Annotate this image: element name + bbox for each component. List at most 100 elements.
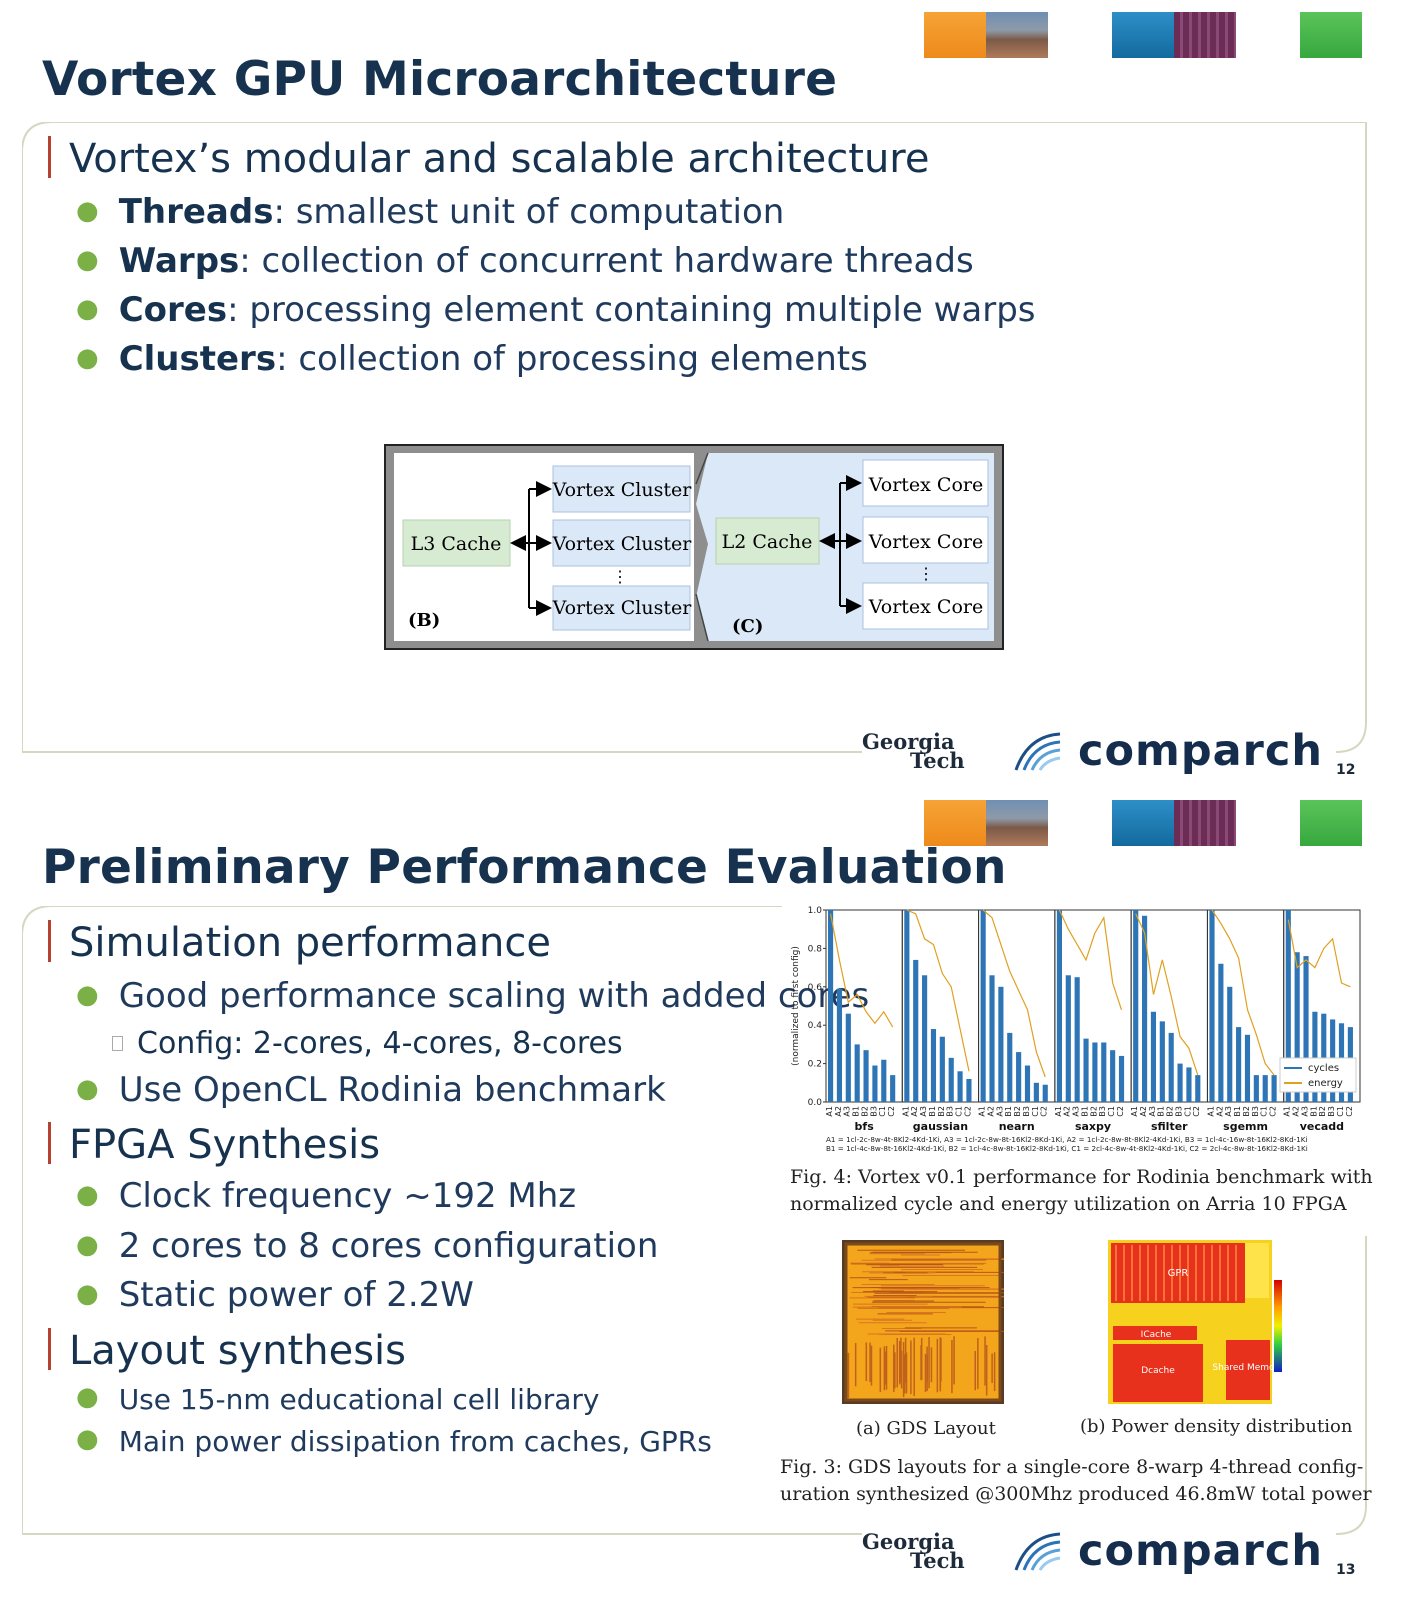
accent-bar [48,1122,51,1164]
cycles-bar [1168,1032,1174,1102]
cycles-bar [854,1044,860,1102]
cycles-bar [922,975,928,1102]
bullet-term: Warps [118,241,240,281]
x-tick-label: B1 [1080,1106,1089,1117]
x-tick-label: A1 [1130,1106,1139,1117]
l2-cache-label: L2 Cache [722,531,813,553]
circuit-photo-thumbnail [1174,800,1236,846]
panel-b-label: (B) [408,610,440,631]
bullet-text: Clock frequency ~192 Mhz [118,1176,577,1216]
core-box-1 [862,459,989,507]
energy-line [906,909,970,1072]
y-tick-label: 0.8 [808,944,823,954]
x-tick-label: A3 [995,1106,1004,1117]
cycles-bar [881,1059,887,1102]
x-tick-label: B2 [1242,1106,1251,1117]
x-tick-label: B3 [1251,1106,1260,1117]
x-tick-label: A2 [910,1106,919,1117]
cycles-bar [1101,1042,1107,1102]
cluster-box-1 [552,465,691,513]
icache-region [1113,1326,1197,1340]
x-tick-label: B2 [1013,1106,1022,1117]
gpr-label: GPR [1168,1268,1189,1279]
cycles-bar [1271,1075,1277,1102]
x-tick-label: A2 [1292,1106,1301,1117]
x-tick-label: C1 [1031,1106,1040,1117]
x-tick-label: A2 [834,1106,843,1117]
bullet-scaling: ●Good performance scaling with added cor… [76,976,870,1016]
bullet-text: Main power dissipation from caches, GPRs [118,1425,712,1458]
config-footnote-line1: A1 = 1cl-2c-8w-4t-8Kl2-4Kd-1Ki, A3 = 1cl… [826,1135,1308,1144]
energy-line [830,913,894,1028]
x-tick-label: B1 [928,1106,937,1117]
accent-bar [48,136,51,178]
section-heading-layout: Layout synthesis [48,1328,406,1374]
bullet-warps: ●Warps: collection of concurrent hardwar… [76,241,974,281]
cycles-bar [1218,963,1224,1102]
energy-line [1287,919,1351,988]
x-tick-label: A2 [986,1106,995,1117]
x-tick-label: B3 [1098,1106,1107,1117]
cycles-bar [890,1075,896,1102]
x-tick-label: A1 [978,1106,987,1117]
cycles-bar [1042,1084,1048,1102]
fig3-caption-line2: uration synthesized @300Mhz produced 46.… [780,1483,1372,1505]
y-tick-label: 0.6 [808,983,823,993]
bullet-cores: ●Cores: processing element containing mu… [76,290,1036,330]
cycles-bar [904,910,910,1102]
x-tick-label: C2 [1269,1106,1278,1117]
gpr-region [1111,1243,1245,1303]
bullet-text: Use 15-nm educational cell library [118,1383,600,1416]
cycles-bar [1195,1075,1201,1102]
green-swatch [1300,12,1362,58]
subbullet-config: Config: 2-cores, 4-cores, 8-cores [112,1026,623,1061]
campus-photo-thumbnail [986,12,1048,58]
group-label: nearn [999,1120,1035,1133]
cycles-bar [1209,910,1215,1102]
cluster-label-2: Vortex Cluster [552,533,693,555]
x-tick-label: C1 [1183,1106,1192,1117]
bullet-text: : processing element containing multiple… [227,290,1036,330]
bullet-text: : smallest unit of computation [273,192,785,232]
x-tick-label: A3 [919,1106,928,1117]
cycles-bar [939,1036,945,1102]
cycles-bar [1065,975,1071,1102]
x-tick-label: B2 [1318,1106,1327,1117]
bullet-text: 2 cores to 8 cores configuration [118,1226,659,1266]
bullet-term: Threads [118,192,274,232]
x-tick-label: A1 [825,1106,834,1117]
cycles-bar [828,910,834,1102]
bullet-cell-library: ●Use 15-nm educational cell library [76,1382,600,1416]
frame-border [22,122,1367,753]
bullet-text: Good performance scaling with added core… [118,976,870,1016]
core-label-2: Vortex Core [868,531,983,553]
core-box-3 [862,582,989,630]
slide-title: Preliminary Performance Evaluation [42,840,1007,895]
cycles-bar [1150,1011,1157,1102]
cycles-bar [1262,1075,1268,1102]
cycles-bar [872,1065,878,1102]
y-tick-label: 0.2 [808,1060,822,1070]
cycles-bar [1159,1021,1165,1102]
cycles-bar [1312,1011,1318,1102]
bullet-threads: ●Threads: smallest unit of computation [76,192,785,232]
fig4-caption-line2: normalized cycle and energy utilization … [790,1193,1347,1215]
comparch-logo: comparch [1078,1526,1323,1576]
cycles-bar [1285,910,1291,1102]
cycles-bar [1303,956,1309,1102]
cycles-bar [1092,1042,1098,1102]
bullet-static-power: ●Static power of 2.2W [76,1275,474,1315]
bullet-term: Clusters [118,339,277,379]
cycles-bar [1110,1050,1116,1102]
legend-box [1279,1057,1357,1093]
cycles-bar [1244,1034,1251,1102]
x-tick-label: C2 [887,1106,896,1117]
x-tick-label: C2 [1040,1106,1049,1117]
x-tick-label: A2 [1139,1106,1148,1117]
x-tick-label: B2 [937,1106,946,1117]
x-tick-label: B3 [869,1106,878,1117]
cluster-box-3 [552,585,691,631]
cycles-bar [1186,1067,1192,1102]
icache-label: ICache [1141,1330,1172,1340]
x-tick-label: A1 [1283,1106,1292,1117]
